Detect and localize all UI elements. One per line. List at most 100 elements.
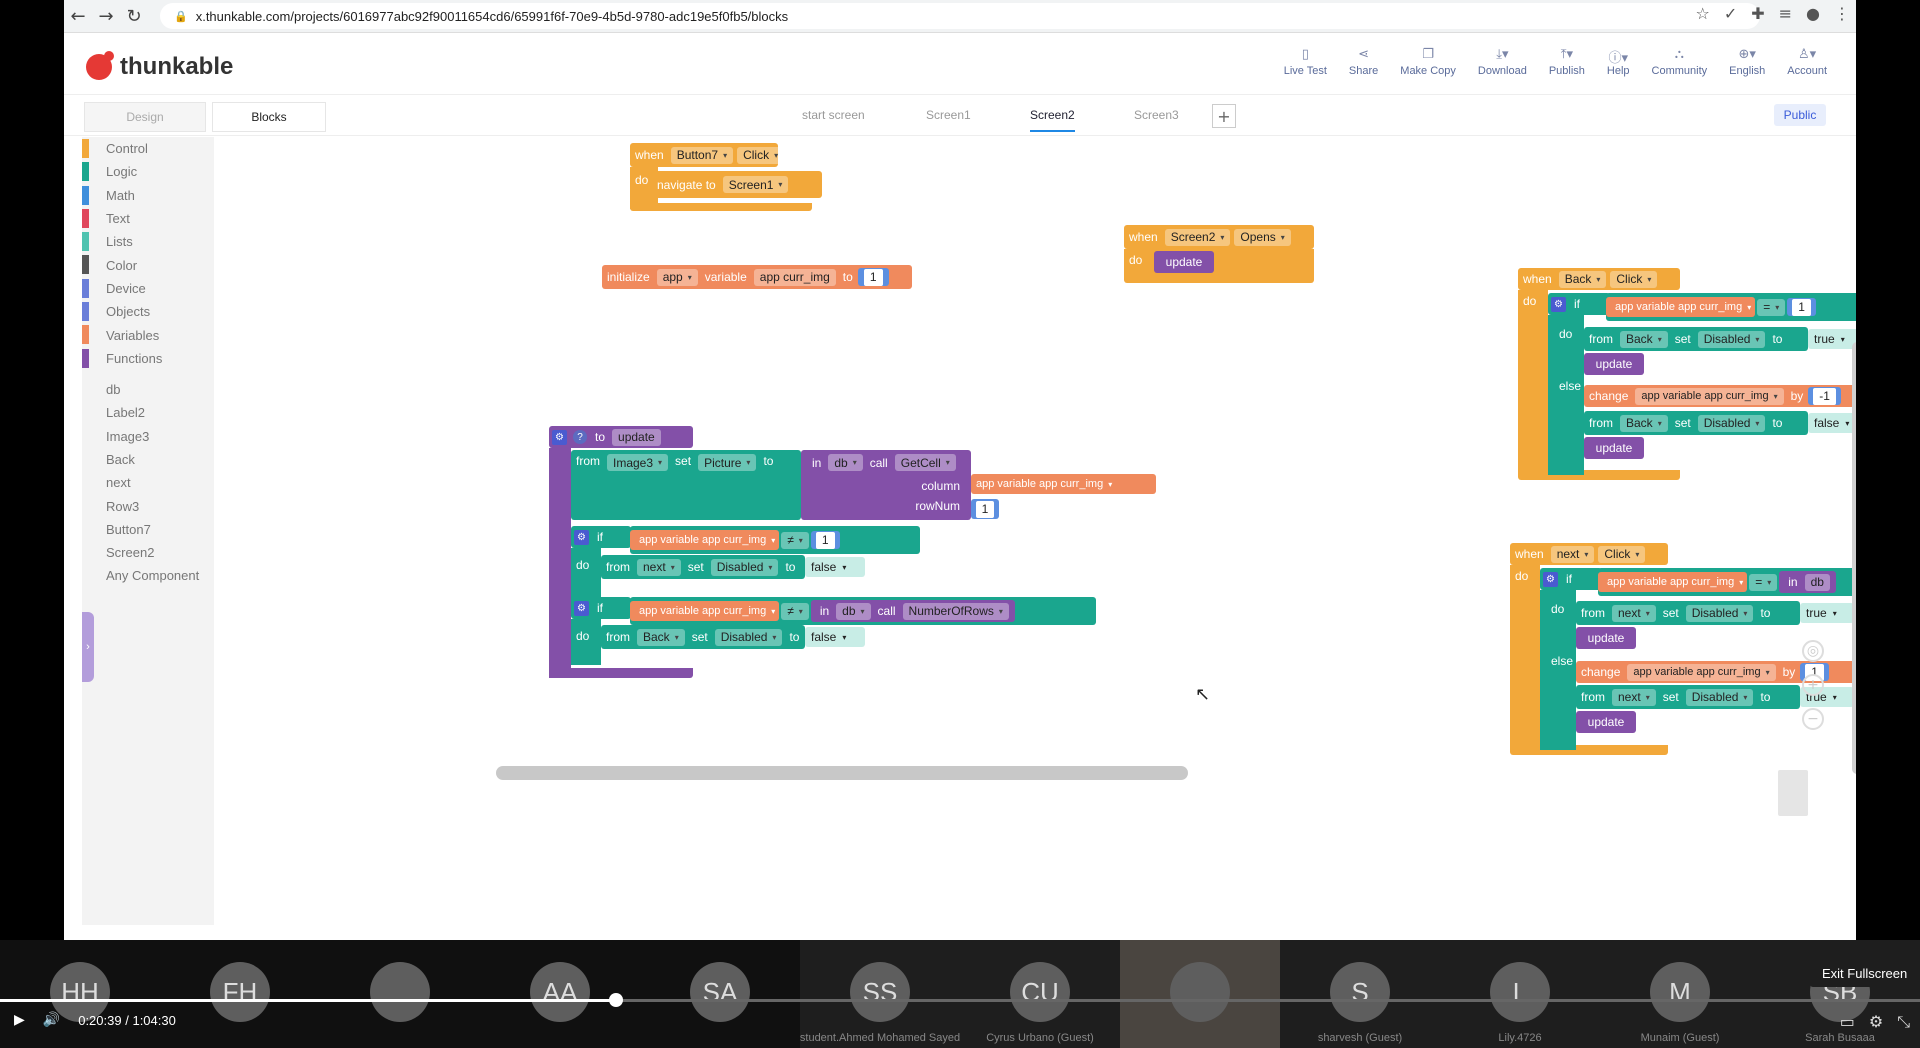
zoom-out-icon[interactable]: − [1802, 708, 1824, 730]
get-curr-img-block[interactable]: app variable app curr_img▾ [971, 474, 1156, 494]
toolbox-component[interactable]: Row3 [82, 494, 214, 517]
change-variable-block[interactable]: change app variable app curr_img▾ by -1 [1584, 385, 1856, 407]
toolbox-category[interactable]: Color [82, 253, 214, 276]
participant-tile[interactable]: SA [640, 940, 800, 1048]
extension-icon[interactable]: ✓ [1723, 4, 1738, 23]
tab-design[interactable]: Design [84, 102, 206, 132]
gear-icon[interactable]: ⚙ [574, 600, 589, 616]
account-button[interactable]: ♙▾Account [1787, 47, 1827, 77]
event-next-click[interactable]: when next▾ Click▾ [1510, 543, 1668, 565]
compare-eq-block[interactable]: app variable app curr_img▾ =▾ 1 [1606, 293, 1856, 321]
toolbox-category[interactable]: Lists [82, 230, 214, 253]
toolbox-category[interactable]: Logic [82, 160, 214, 183]
call-update-block[interactable]: update [1154, 251, 1214, 273]
volume-icon[interactable]: 🔊 [42, 1012, 61, 1028]
set-next-disabled-true[interactable]: from next▾ set Disabled▾ to [1576, 685, 1800, 709]
language-button[interactable]: ⊕▾English [1729, 47, 1766, 77]
toolbox-category[interactable]: Text [82, 207, 214, 230]
toolbox-category[interactable]: Functions [82, 347, 214, 370]
if-block[interactable]: ⚙if [571, 526, 631, 548]
event-back-click[interactable]: when Back▾ Click▾ [1518, 268, 1680, 290]
settings-gear-icon[interactable]: ⚙ [1868, 1012, 1884, 1031]
call-update-block[interactable]: update [1576, 711, 1636, 733]
toolbox-category[interactable]: Variables [82, 323, 214, 346]
publish-button[interactable]: ⤒▾Publish [1548, 47, 1585, 77]
star-icon[interactable]: ☆ [1695, 4, 1710, 23]
gear-icon[interactable]: ⚙ [552, 429, 567, 445]
boolean-false-block[interactable]: false▾ [1808, 413, 1856, 433]
toolbox-category[interactable]: Control [82, 137, 214, 160]
thunkable-logo[interactable]: thunkable [86, 51, 233, 81]
boolean-false-block[interactable]: false▾ [805, 627, 865, 647]
screen-tab-screen1[interactable]: Screen1 [926, 108, 971, 122]
share-button[interactable]: ⋖Share [1348, 47, 1379, 77]
community-button[interactable]: ⛬Community [1651, 47, 1708, 77]
compare-neq-block[interactable]: app variable app curr_img▾ ≠▾ 1 [630, 526, 920, 554]
set-back-disabled-false[interactable]: from Back▾ set Disabled▾ to [601, 625, 805, 649]
add-screen-button[interactable]: + [1212, 104, 1236, 128]
navigate-block[interactable]: navigate to Screen1▾ [652, 171, 822, 198]
if-else-block[interactable]: ⚙if [1548, 293, 1610, 315]
menu-icon[interactable]: ⋮ [1834, 4, 1850, 23]
help-icon[interactable]: ? [573, 430, 587, 444]
event-button7-click[interactable]: when Button7▾ Click▾ [630, 143, 785, 167]
forward-arrow-icon[interactable]: → [98, 5, 114, 27]
blocks-workspace[interactable]: when Button7▾ Click▾ do navigate to Scre… [214, 137, 1856, 925]
set-image3-picture-block[interactable]: from Image3▾ set Picture▾ to [571, 450, 801, 520]
event-dropdown[interactable]: Click▾ [737, 146, 785, 164]
play-icon[interactable]: ▶ [14, 1012, 25, 1028]
toolbox-component[interactable]: Screen2 [82, 541, 214, 564]
function-update-header[interactable]: ⚙ ? to update [549, 426, 693, 448]
profile-icon[interactable]: ● [1806, 4, 1820, 23]
toolbox-component[interactable]: Any Component [82, 564, 214, 587]
screen-tab-start[interactable]: start screen [802, 108, 865, 122]
download-button[interactable]: ⤓▾Download [1477, 47, 1527, 77]
toolbox-component[interactable]: Label2 [82, 401, 214, 424]
screen-tab-screen2[interactable]: Screen2 [1030, 108, 1075, 132]
screen-tab-screen3[interactable]: Screen3 [1134, 108, 1179, 122]
progress-handle[interactable] [609, 993, 624, 1007]
captions-icon[interactable]: ▭ [1839, 1012, 1855, 1031]
boolean-false-block[interactable]: false▾ [805, 557, 865, 577]
toolbox-component[interactable]: next [82, 471, 214, 494]
initialize-variable-block[interactable]: initialize app▾ variable app curr_img to… [602, 265, 912, 289]
toolbox-component[interactable]: Image3 [82, 425, 214, 448]
participant-tile[interactable]: FH [160, 940, 320, 1048]
make-copy-button[interactable]: ❐Make Copy [1400, 47, 1456, 77]
toolbox-component[interactable]: Back [82, 448, 214, 471]
live-test-button[interactable]: ▯Live Test [1283, 47, 1327, 77]
vertical-scrollbar[interactable] [1852, 342, 1856, 774]
reading-list-icon[interactable]: ≡ [1778, 4, 1793, 23]
back-arrow-icon[interactable]: ← [70, 5, 86, 27]
number-block[interactable]: 1 [971, 499, 999, 519]
set-next-disabled-false[interactable]: from next▾ set Disabled▾ to [601, 555, 805, 579]
boolean-true-block[interactable]: true▾ [1800, 603, 1854, 623]
compare-neq-rows-block[interactable]: app variable app curr_img▾ ≠▾ in db▾ cal… [630, 597, 1096, 625]
puzzle-icon[interactable]: ✚ [1751, 4, 1765, 23]
change-variable-block[interactable]: change app variable app curr_img▾ by 1 [1576, 661, 1856, 683]
recenter-icon[interactable]: ◎ [1802, 640, 1824, 662]
help-button[interactable]: ⓘ▾Help [1596, 47, 1641, 77]
toolbox-component[interactable]: db [82, 378, 214, 401]
if-block-2[interactable]: ⚙if [571, 597, 631, 619]
gear-icon[interactable]: ⚙ [574, 529, 589, 545]
exit-fullscreen-icon[interactable]: ⤡ [1897, 1012, 1910, 1031]
screen-dropdown[interactable]: Screen1▾ [722, 176, 789, 193]
zoom-in-icon[interactable]: + [1802, 674, 1824, 696]
set-back-disabled-true[interactable]: from Back▾ set Disabled▾ to [1584, 327, 1808, 351]
event-screen2-opens[interactable]: when Screen2▾ Opens▾ [1124, 225, 1314, 249]
horizontal-scrollbar[interactable] [496, 766, 1188, 780]
video-progress-bar[interactable] [0, 993, 1920, 1007]
tab-blocks[interactable]: Blocks [212, 102, 326, 132]
public-badge[interactable]: Public [1774, 104, 1826, 126]
toolbox-component[interactable]: Button7 [82, 518, 214, 541]
address-bar[interactable]: 🔒 x.thunkable.com/projects/6016977abc92f… [160, 3, 1760, 29]
component-dropdown[interactable]: Button7▾ [670, 146, 734, 164]
trash-icon[interactable] [1778, 770, 1808, 816]
